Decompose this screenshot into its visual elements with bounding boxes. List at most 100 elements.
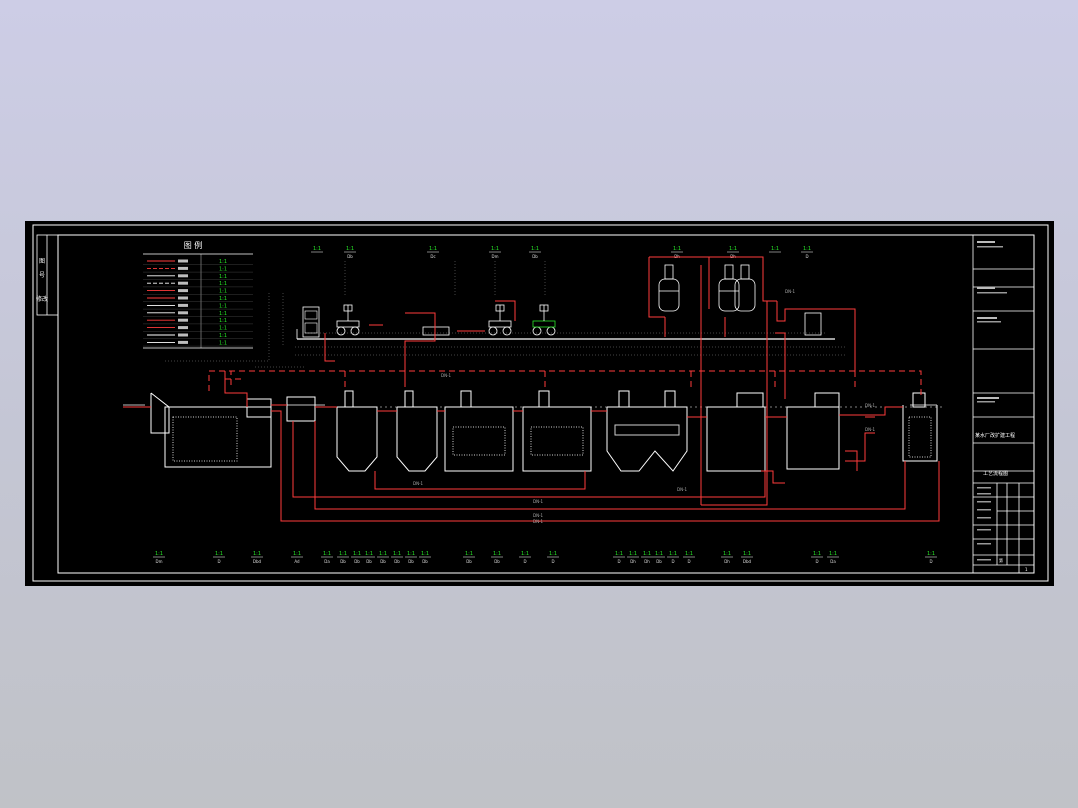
tag-name: Db — [347, 254, 353, 259]
tag-name: Db — [394, 559, 400, 564]
dosing-cabinet — [302, 306, 320, 338]
legend-row: 1:1 — [143, 296, 253, 302]
tag-name: D — [217, 559, 220, 564]
tag-name: Dh — [630, 559, 636, 564]
tag-name: Db — [380, 559, 386, 564]
outer-border — [32, 224, 1049, 582]
media-filter-1 — [444, 406, 514, 472]
dashed-main — [208, 370, 922, 397]
tag-label: 1:1Db — [653, 551, 665, 564]
media-filter-2 — [522, 406, 592, 472]
legend-row: 1:1 — [143, 303, 253, 309]
tag-label: 1:1Dm — [153, 551, 165, 564]
svg-text:DN-1: DN-1 — [533, 499, 544, 504]
tag-name: D — [805, 254, 808, 259]
tag-label: 1:1Db — [419, 551, 431, 564]
tag-label: 1:1Db — [391, 551, 403, 564]
tag-label: 1:1 — [311, 246, 323, 253]
process-pipes — [123, 256, 940, 522]
legend-row: 1:1 — [143, 326, 253, 332]
legend-code: 1:1 — [219, 289, 227, 295]
legend-code: 1:1 — [219, 281, 227, 287]
legend-row: 1:1 — [143, 340, 253, 346]
tag-label: 1:1Dh — [721, 551, 733, 564]
tag-name: D — [815, 559, 818, 564]
tag-code: 1:1 — [771, 246, 779, 252]
tag-code: 1:1 — [293, 551, 301, 557]
sheet-number: 1 — [1025, 567, 1028, 572]
tag-code: 1:1 — [339, 551, 347, 557]
tag-code: 1:1 — [465, 551, 473, 557]
tag-label: 1:1Db — [405, 551, 417, 564]
sheet-label: 第 — [999, 557, 1003, 563]
tag-name: Db — [354, 559, 360, 564]
title-block-text — [977, 241, 1007, 561]
svg-text:DN-1: DN-1 — [533, 519, 544, 524]
svg-text:DN-1: DN-1 — [785, 289, 796, 294]
tag-name: D — [929, 559, 932, 564]
filter-vessel-icon — [658, 264, 680, 312]
tag-name: Dc — [430, 254, 435, 259]
tag-name: Dbd — [253, 559, 262, 564]
tag-code: 1:1 — [407, 551, 415, 557]
tag-code: 1:1 — [813, 551, 821, 557]
tag-label: 1:1Db — [377, 551, 389, 564]
tag-label: 1:1D — [811, 551, 823, 564]
tag-name: Db — [422, 559, 428, 564]
tag-code: 1:1 — [829, 551, 837, 557]
bottom-tags: 1:1Dm1:1D1:1Dbd1:1Ad1:1Da1:1Db1:1Db1:1Db… — [153, 551, 937, 564]
legend-rows: 1:11:11:11:11:11:11:11:11:11:11:11:1 — [143, 259, 253, 346]
legend-code: 1:1 — [219, 318, 227, 324]
tag-name: D — [523, 559, 526, 564]
tag-label: 1:1Db — [463, 551, 475, 564]
pipe-labels: DN-1 DN-1 DN-1 DN-1 DN-1 DN-1 DN-1 DN-1 … — [413, 289, 876, 524]
legend-row: 1:1 — [143, 259, 253, 265]
tag-label: 1:1Db — [337, 551, 349, 564]
tag-label: 1:1D — [667, 551, 679, 564]
tag-label: 1:1D — [683, 551, 695, 564]
legend-code: 1:1 — [219, 259, 227, 265]
filter-vessel-icon — [718, 264, 740, 312]
tag-name: D — [671, 559, 674, 564]
distribution-box — [286, 396, 316, 422]
guide-lines — [165, 261, 845, 368]
legend-row: 1:1 — [143, 311, 253, 317]
tag-label: 1:1Db — [363, 551, 375, 564]
tag-name: D — [551, 559, 554, 564]
tag-code: 1:1 — [155, 551, 163, 557]
tag-code: 1:1 — [429, 246, 437, 252]
tag-name: Db — [532, 254, 538, 259]
legend-code: 1:1 — [219, 333, 227, 339]
tag-name: Db — [340, 559, 346, 564]
tag-code: 1:1 — [673, 246, 681, 252]
legend-code: 1:1 — [219, 326, 227, 332]
inlet-channel — [150, 392, 170, 434]
pump-icon — [336, 304, 360, 336]
tag-name: D — [617, 559, 620, 564]
tag-label: 1:1D — [801, 246, 813, 259]
tag-code: 1:1 — [685, 551, 693, 557]
svg-text:DN-1: DN-1 — [413, 481, 424, 486]
tag-label: 1:1Db — [344, 246, 356, 259]
process-flow-drawing: 图 号 修改 图 例 1:11:11:11:11:11:11:11:11:11:… — [32, 224, 1049, 582]
tag-code: 1:1 — [353, 551, 361, 557]
hopper-settler-1 — [336, 406, 378, 472]
tag-label: 1:1Dh — [627, 551, 639, 564]
tag-label: 1:1Db — [529, 246, 541, 259]
inner-border — [57, 234, 1035, 574]
tag-code: 1:1 — [215, 551, 223, 557]
clear-water-tank-2 — [786, 406, 840, 470]
legend-code: 1:1 — [219, 274, 227, 280]
tag-name: Dh — [644, 559, 650, 564]
tag-code: 1:1 — [379, 551, 387, 557]
tag-code: 1:1 — [531, 246, 539, 252]
tag-code: 1:1 — [253, 551, 261, 557]
tag-label: 1:1Dh — [641, 551, 653, 564]
legend: 图 例 1:11:11:11:11:11:11:11:11:11:11:11:1 — [143, 240, 253, 349]
pump-icon — [488, 304, 512, 336]
tag-code: 1:1 — [421, 551, 429, 557]
left-margin-label: 号 — [39, 272, 45, 279]
legend-row: 1:1 — [143, 281, 253, 287]
